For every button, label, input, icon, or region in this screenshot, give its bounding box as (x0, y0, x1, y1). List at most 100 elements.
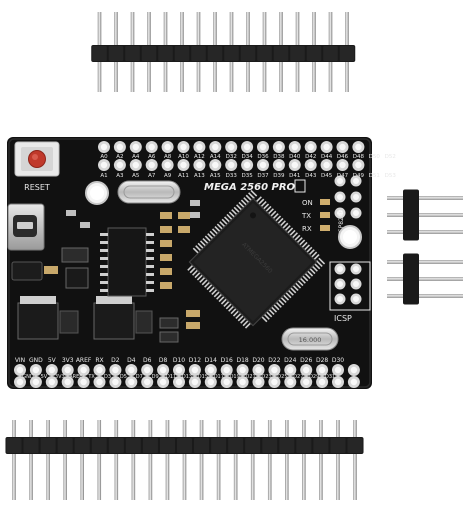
pin-label: D42 (305, 154, 316, 160)
led-label-on: ON (302, 199, 313, 207)
pin-label: D27 (293, 374, 303, 380)
led-tx (320, 212, 330, 218)
header-pin (114, 420, 119, 500)
pin-label: TX (87, 374, 95, 380)
crystal-main: 16.000 (281, 327, 339, 351)
pin-label: D43 (305, 173, 317, 179)
header-plastic (403, 253, 419, 305)
header-pin (46, 420, 50, 500)
smd-capacitor (190, 212, 200, 218)
smd-part (61, 247, 89, 263)
pin-label: D15 (198, 374, 208, 380)
pin-label: D18 (236, 357, 248, 364)
header-pin (131, 420, 136, 500)
voltage-regulator-1 (17, 296, 79, 340)
crystal-top (117, 180, 181, 204)
pin-label: D19 (230, 374, 240, 380)
smd-ic (65, 267, 89, 289)
pin-label: D32 (226, 154, 237, 160)
smd-resistor (160, 282, 172, 289)
pin-label: D33 (226, 173, 238, 179)
pin-label: GND (22, 374, 34, 380)
smd-resistor (44, 266, 58, 274)
pin-label: D3 (104, 374, 111, 380)
pin-label: D44 (321, 154, 333, 160)
crystal-marking: 16.000 (299, 336, 322, 344)
header-pin (216, 420, 221, 500)
header-pin (12, 420, 16, 500)
pin-label: D13 (182, 374, 192, 380)
header-pin (80, 420, 84, 500)
smd-capacitor (66, 210, 76, 216)
pin-label: GND (29, 357, 43, 364)
pin-label: D2 (111, 357, 120, 364)
pin-label: A2 (116, 154, 123, 160)
pin-label: A0 (100, 154, 108, 160)
esp-label: ESP8266 (338, 209, 345, 236)
pin-label: D29 (309, 374, 319, 380)
led-label-tx: TX (301, 212, 311, 220)
pin-label: A5 (132, 173, 140, 179)
pin-label: D10 (173, 357, 185, 364)
pin-label: D25 (277, 374, 287, 380)
smd-part (11, 261, 43, 281)
pin-label: 3V3 (55, 374, 65, 380)
header-pin (148, 420, 153, 500)
led-on (320, 199, 330, 205)
pad-row-bottom-outer (14, 376, 360, 388)
smd-part (159, 317, 179, 329)
smd-resistor (178, 226, 190, 233)
header-pin (353, 420, 357, 500)
pin-label: D24 (284, 357, 296, 364)
pin-label: A7 (148, 173, 156, 179)
pin-label: A4 (132, 154, 140, 160)
pin-label: 5V (48, 357, 57, 364)
pin-label: D30 (332, 357, 344, 364)
header-pin (387, 260, 463, 264)
header-pin (97, 420, 102, 500)
micro-usb-port (7, 203, 45, 251)
pin-label: A1 (100, 173, 107, 179)
voltage-regulator-2 (93, 296, 153, 340)
pad-row-top-inner (98, 159, 365, 171)
pad-grid-right (334, 175, 362, 305)
pin-label: D23 (261, 374, 271, 380)
header-pin (29, 420, 33, 500)
smd-resistor (178, 212, 190, 219)
pin-label: 3V3 (62, 357, 74, 364)
header-pin (182, 420, 187, 500)
header-pin (387, 213, 463, 217)
pin-label: D45 (321, 173, 333, 179)
smd-capacitor (186, 310, 200, 317)
icsp-outline (329, 261, 371, 311)
pin-label: A15 (210, 173, 221, 179)
led-rx (320, 225, 330, 231)
pin-label: D46 (337, 154, 349, 160)
smd-components (66, 200, 200, 289)
pin-label: D20 (252, 357, 264, 364)
header-plastic (91, 45, 356, 62)
pin-label: D37 (257, 173, 269, 179)
smd-resistor (160, 240, 172, 247)
pin-label: D12 (189, 357, 201, 364)
pin-label: D5 (120, 374, 127, 380)
header-pin (267, 420, 272, 500)
pin-label: D35 (241, 173, 253, 179)
pin-label: D28 (316, 357, 328, 364)
pin-label: D53 (385, 173, 397, 179)
pin-label: D17 (214, 374, 224, 380)
header-pin (336, 420, 340, 500)
header-pin (387, 277, 463, 281)
pin-label: A10 (178, 154, 189, 160)
pin-label: D26 (300, 357, 312, 364)
pin-label: A12 (194, 154, 205, 160)
smd-part (159, 331, 179, 343)
header-pin (387, 196, 463, 200)
smd-resistor (160, 254, 172, 261)
pin-label: D6 (143, 357, 152, 364)
header-pin (233, 420, 238, 500)
